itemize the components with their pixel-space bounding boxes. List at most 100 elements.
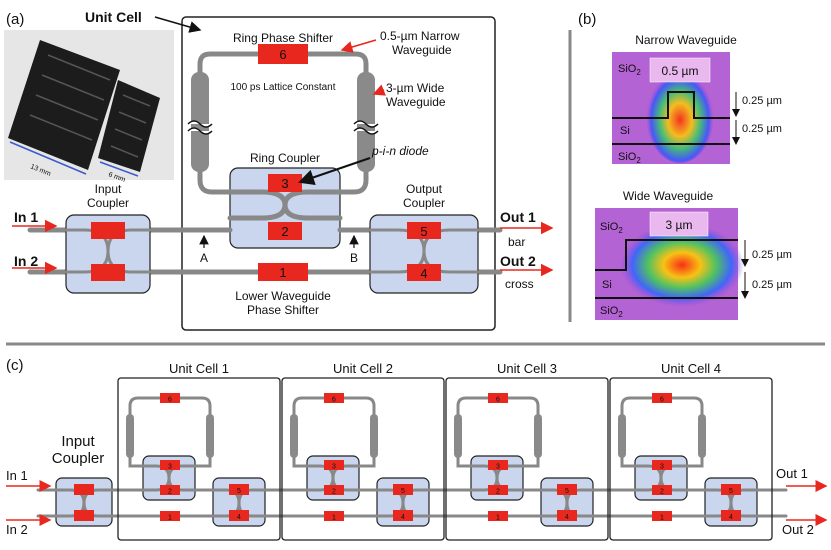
- wide-sio2-top: SiO2: [600, 221, 623, 235]
- phase-shifter-5: [721, 484, 741, 495]
- unit-cell-box: [181, 16, 496, 331]
- phase-shifter-5: [407, 222, 441, 239]
- output-coupler-label-2: Coupler: [403, 196, 445, 210]
- shifter-5-label: 5: [237, 488, 241, 495]
- wide-thickness-1: 0.25 µm: [752, 249, 792, 261]
- panel-a-tag: (a): [6, 11, 24, 28]
- shifter-1-label: 1: [279, 265, 286, 280]
- shifter-1-label: 1: [660, 515, 664, 522]
- shifter-3-label: 3: [660, 464, 664, 471]
- chip-photo: 13 mm 6 mm: [4, 30, 174, 184]
- narrow-sio2-top: SiO2: [618, 63, 641, 77]
- shifter-1-label: 1: [168, 515, 172, 522]
- phase-shifter-6: [258, 44, 308, 64]
- shifter-2-label: 2: [168, 489, 172, 496]
- out2-label: Out 2: [500, 253, 536, 269]
- wide-section: [534, 414, 542, 458]
- phase-shifter-6: [324, 393, 344, 403]
- input-coupler-shifter-bottom: [91, 264, 125, 281]
- ring-coupler-label: Ring Coupler: [250, 151, 320, 165]
- shifter-2-label: 2: [496, 489, 500, 496]
- cross-label: cross: [505, 277, 534, 291]
- phase-shifter-2: [324, 485, 344, 495]
- shifter-2-label: 2: [332, 489, 336, 496]
- phase-shifter-3: [268, 174, 302, 192]
- shifter-5-label: 5: [729, 488, 733, 495]
- wide-section: [290, 414, 298, 458]
- phase-shifter-5: [393, 484, 413, 495]
- phase-shifter-6: [488, 393, 508, 403]
- phase-shifter-1: [258, 263, 308, 281]
- unit-cell-label: Unit Cell: [85, 9, 142, 25]
- narrow-thickness-1: 0.25 µm: [742, 95, 782, 107]
- shifter-3-label: 3: [281, 176, 288, 191]
- narrow-wg-label-2: Waveguide: [392, 43, 452, 57]
- pin-diode-label: p-i-n diode: [371, 144, 429, 158]
- c-out1-label: Out 1: [776, 466, 808, 481]
- wide-section: [370, 414, 378, 458]
- phase-shifter-1: [324, 511, 344, 521]
- shifter-3-label: 3: [168, 464, 172, 471]
- shifter-4-label: 4: [420, 266, 427, 281]
- phase-shifter-1: [160, 511, 180, 521]
- phase-shifter-2: [160, 485, 180, 495]
- phase-shifter-2: [268, 222, 302, 240]
- shifter-4-label: 4: [729, 514, 733, 521]
- out1-label: Out 1: [500, 209, 536, 225]
- phase-shifter-4: [557, 510, 577, 521]
- unit-cell-title: Unit Cell 3: [497, 361, 557, 376]
- lower-wg-label-1: Lower Waveguide: [235, 289, 331, 303]
- panel-b-tag: (b): [578, 11, 596, 28]
- shifter-4-label: 4: [401, 514, 405, 521]
- shifter-5-label: 5: [420, 224, 427, 239]
- unit-cell-title: Unit Cell 4: [661, 361, 721, 376]
- shifter-6-label: 6: [660, 397, 664, 404]
- shifter-6-label: 6: [168, 397, 172, 404]
- output-coupler-label-1: Output: [406, 182, 443, 196]
- shifter-5-label: 5: [401, 488, 405, 495]
- phase-shifter-2: [488, 485, 508, 495]
- unit-cell-box: [117, 377, 281, 541]
- point-a-label: A: [200, 251, 208, 265]
- narrow-thickness-2: 0.25 µm: [742, 123, 782, 135]
- phase-shifter-2: [652, 485, 672, 495]
- wide-waveguide-right: [357, 72, 375, 172]
- lattice-constant-label: 100 ps Lattice Constant: [230, 82, 335, 93]
- phase-shifter-4: [229, 510, 249, 521]
- wide-section: [206, 414, 214, 458]
- shifter-6-label: 6: [496, 397, 500, 404]
- lower-wg-label-2: Phase Shifter: [247, 303, 319, 317]
- phase-shifter-4: [393, 510, 413, 521]
- wide-sio2-bottom: SiO2: [600, 305, 623, 319]
- c-in1-label: In 1: [6, 468, 28, 483]
- wide-wg-label-2: Waveguide: [386, 95, 446, 109]
- shifter-4-label: 4: [565, 514, 569, 521]
- c-input-shifter-bottom: [74, 510, 94, 521]
- shifter-6-label: 6: [332, 397, 336, 404]
- phase-shifter-3: [160, 460, 180, 470]
- input-coupler-label-2: Coupler: [87, 196, 129, 210]
- wide-si: Si: [602, 279, 612, 291]
- wide-wg-label-1: 3-µm Wide: [386, 81, 445, 95]
- phase-shifter-3: [652, 460, 672, 470]
- in2-label: In 2: [14, 253, 38, 269]
- input-coupler-shifter-top: [91, 222, 125, 239]
- narrow-wg-label-1: 0.5-µm Narrow: [380, 29, 460, 43]
- c-input-coupler-label-1: Input: [61, 433, 95, 450]
- shifter-3-label: 3: [496, 464, 500, 471]
- unit-cell-box: [445, 377, 609, 541]
- c-input-shifter-top: [74, 484, 94, 495]
- point-b-label: B: [350, 251, 358, 265]
- c-out2-label: Out 2: [782, 522, 814, 537]
- phase-shifter-3: [488, 460, 508, 470]
- narrow-wg-title: Narrow Waveguide: [635, 33, 737, 47]
- shifter-5-label: 5: [565, 488, 569, 495]
- shifter-2-label: 2: [281, 224, 288, 239]
- ring-phase-shifter-label: Ring Phase Shifter: [233, 31, 333, 45]
- shifter-1-label: 1: [332, 515, 336, 522]
- phase-shifter-6: [160, 393, 180, 403]
- input-coupler-label-1: Input: [95, 182, 122, 196]
